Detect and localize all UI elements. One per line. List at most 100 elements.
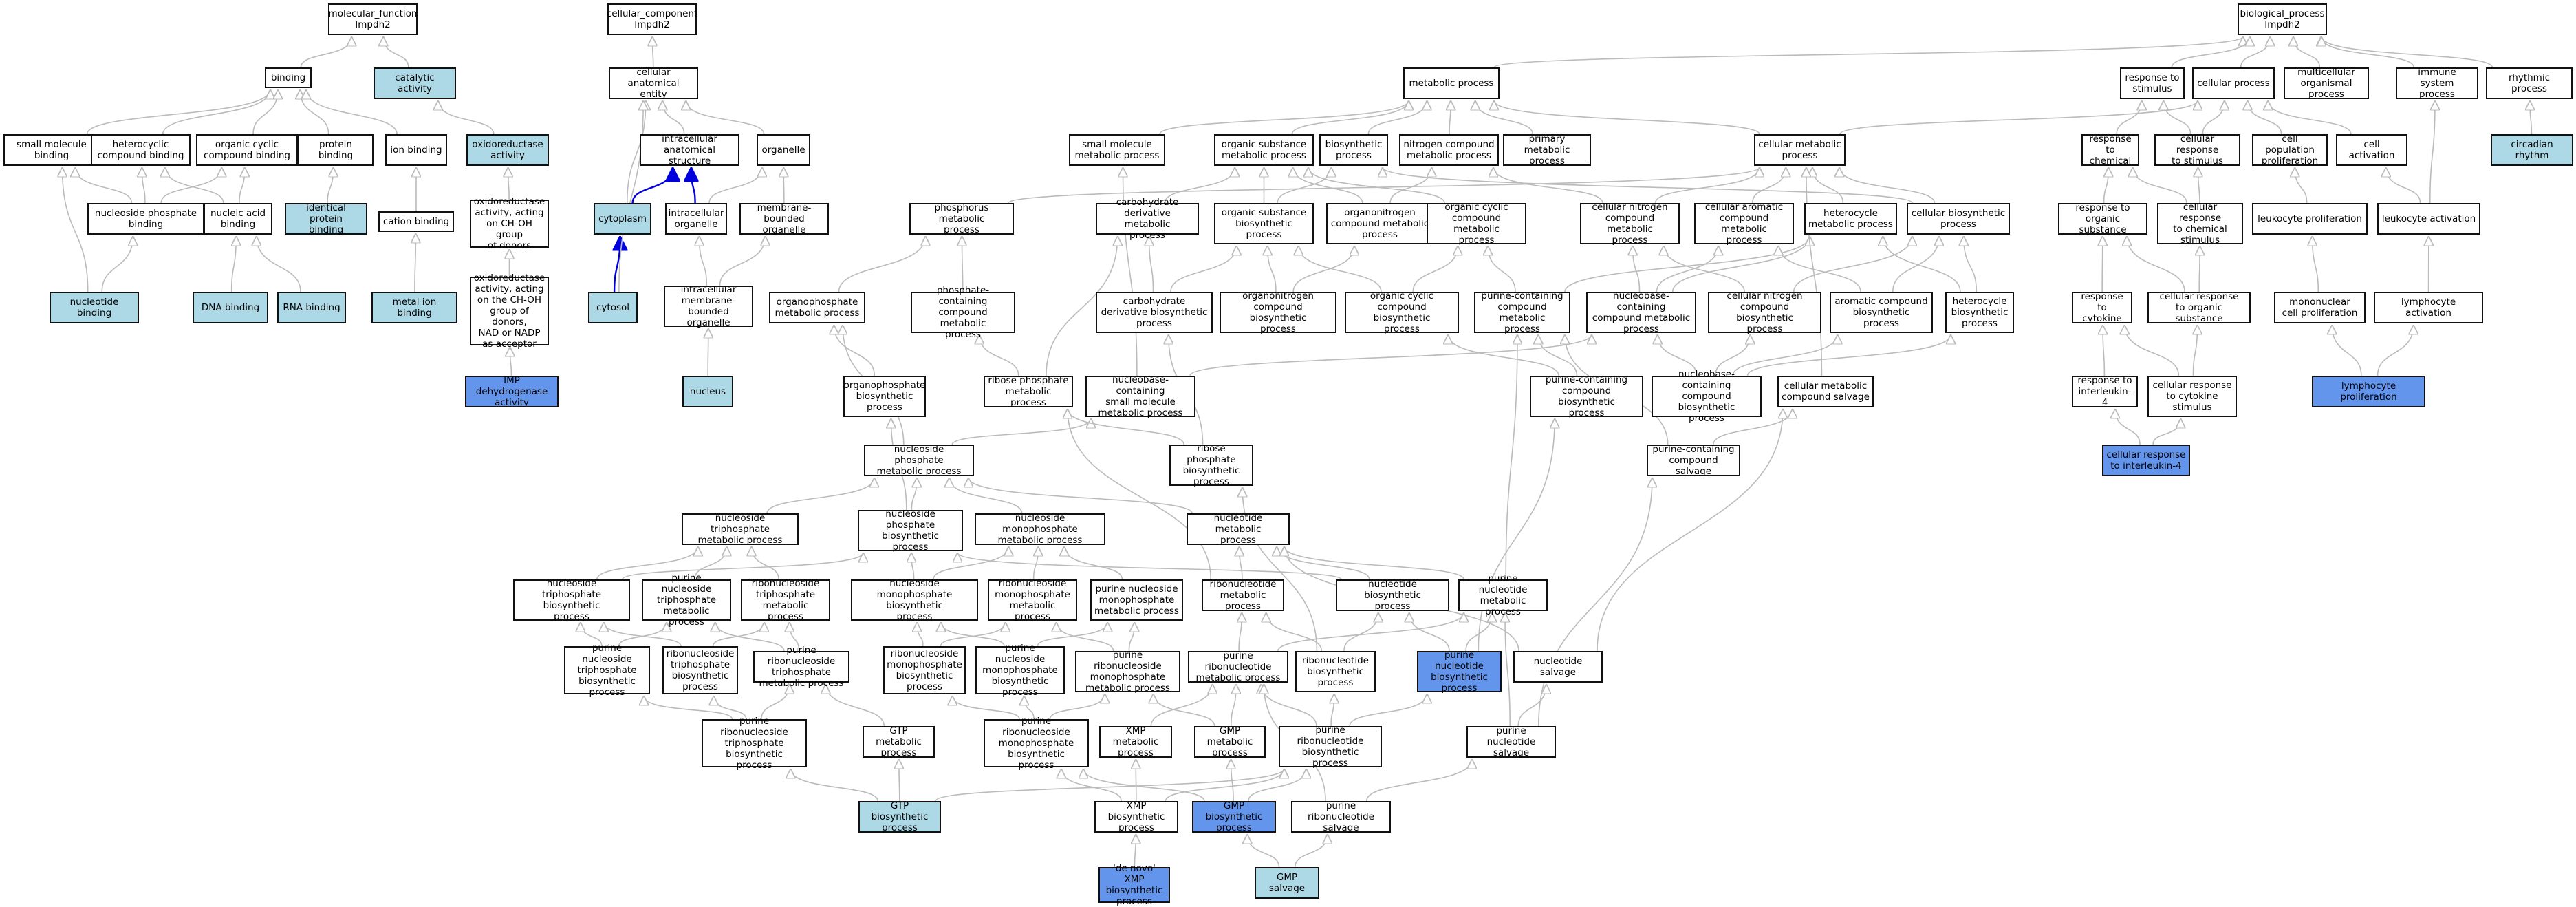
go-term-cell-proc[interactable]: cellular process: [2192, 67, 2275, 99]
go-term-nucleic-bind[interactable]: nucleic acid binding: [204, 203, 272, 235]
go-term-cell-met-salv[interactable]: cellular metabolic compound salvage: [1777, 376, 1874, 407]
go-term-purine-cont-bios[interactable]: purine-containing compound biosynthetic …: [1530, 376, 1643, 417]
go-term-gmp-met[interactable]: GMP metabolic process: [1194, 726, 1266, 758]
go-term-lymph-activ[interactable]: lymphocyte activation: [2374, 292, 2483, 323]
go-term-mem-org[interactable]: membrane-bounded organelle: [739, 203, 829, 235]
go-term-hetero-bios[interactable]: heterocycle biosynthetic process: [1945, 292, 2014, 333]
go-term-purine-cont-salv[interactable]: purine-containing compound salvage: [1647, 445, 1740, 476]
go-term-org-sub-bios[interactable]: organic substance biosynthetic process: [1214, 203, 1314, 244]
go-term-ribons-monophos-bios[interactable]: ribonucleoside monophosphate biosyntheti…: [883, 646, 966, 694]
go-term-nucbase-cont-bios[interactable]: nucleobase-containing compound biosynthe…: [1652, 376, 1762, 417]
go-term-cell-resp-chem[interactable]: cellular response to chemical stimulus: [2157, 203, 2243, 244]
go-term-ns-monophos-met[interactable]: nucleoside monophosphate metabolic proce…: [975, 513, 1105, 545]
go-term-resp-org-sub[interactable]: response to organic substance: [2058, 203, 2147, 235]
go-term-bp-root[interactable]: biological_process Impdh2: [2238, 3, 2327, 35]
go-term-pur-nuc-bios[interactable]: purine nucleotide biosynthetic process: [1417, 651, 1502, 692]
go-term-phos-met[interactable]: phosphorus metabolic process: [909, 203, 1014, 235]
go-term-oxido-choh[interactable]: oxidoreductase activity, acting on CH-OH…: [470, 200, 549, 248]
go-term-cytosol[interactable]: cytosol: [588, 292, 638, 323]
go-term-leuk-activ[interactable]: leukocyte activation: [2377, 203, 2480, 235]
go-term-cell-n-bios[interactable]: cellular nitrogen compound biosynthetic …: [1708, 292, 1821, 333]
go-term-oxido-nad[interactable]: oxidoreductase activity, acting on the C…: [470, 277, 549, 345]
go-term-cell-arom-met[interactable]: cellular aromatic compound metabolic pro…: [1694, 203, 1794, 244]
go-term-ribons-monophos-met[interactable]: ribonucleoside monophosphate metabolic p…: [988, 579, 1077, 621]
go-term-nucleotide-bind[interactable]: nucleotide binding: [50, 292, 139, 323]
go-term-phos-cont-met[interactable]: phosphate-containing compound metabolic …: [911, 292, 1015, 333]
go-term-immune[interactable]: immune system process: [2396, 67, 2478, 99]
go-term-org-cyc-bios[interactable]: organic cyclic compound biosynthetic pro…: [1345, 292, 1459, 333]
go-term-xmp-met[interactable]: XMP metabolic process: [1099, 726, 1172, 758]
go-term-ribose-phos-met[interactable]: ribose phosphate metabolic process: [984, 376, 1073, 407]
go-term-ribose-phos-bios[interactable]: ribose phosphate biosynthetic process: [1169, 445, 1253, 486]
go-term-mono-prolif[interactable]: mononuclear cell proliferation: [2274, 292, 2366, 323]
go-term-nuc-phos-bios[interactable]: nucleoside phosphate biosynthetic proces…: [858, 510, 963, 551]
go-term-carb-deriv-bios[interactable]: carbohydrate derivative biosynthetic pro…: [1096, 292, 1213, 333]
go-term-ns-triphos-met[interactable]: nucleoside triphosphate metabolic proces…: [682, 513, 799, 545]
go-term-nucleotide-bios[interactable]: nucleotide biosynthetic process: [1336, 579, 1449, 611]
go-term-metabolic[interactable]: metabolic process: [1403, 67, 1500, 99]
go-term-leuk-prolif[interactable]: leukocyte proliferation: [2252, 203, 2368, 235]
go-term-nucleus[interactable]: nucleus: [682, 376, 733, 407]
go-term-cell-resp-il4[interactable]: cellular response to interleukin-4: [2102, 445, 2190, 476]
go-term-cytoplasm[interactable]: cytoplasm: [594, 203, 651, 235]
go-term-xmp-bios[interactable]: XMP biosynthetic process: [1094, 801, 1178, 833]
go-term-intra-mem-org[interactable]: intracellular membrane-bounded organelle: [664, 286, 753, 327]
go-term-imp-dh[interactable]: IMP dehydrogenase activity: [465, 376, 559, 407]
go-term-gmp-bios[interactable]: GMP biosynthetic process: [1192, 801, 1276, 833]
go-term-multicell[interactable]: multicellular organismal process: [2284, 67, 2369, 99]
go-term-organelle[interactable]: organelle: [757, 134, 810, 166]
go-term-pur-ribons-monophos-bios[interactable]: purine ribonucleoside monophosphate bios…: [984, 719, 1089, 767]
go-term-org-sub-met[interactable]: organic substance metabolic process: [1214, 134, 1314, 166]
go-term-ns-triphos-bios[interactable]: nucleoside triphosphate biosynthetic pro…: [513, 579, 630, 621]
go-term-cell-resp-cytokine[interactable]: cellular response to cytokine stimulus: [2147, 376, 2237, 417]
go-term-cation-bind[interactable]: cation binding: [378, 211, 454, 232]
go-term-denovo-xmp[interactable]: 'de novo' XMP biosynthetic process: [1098, 867, 1170, 903]
go-term-ident-prot[interactable]: identical protein binding: [285, 203, 367, 235]
go-term-small-mol[interactable]: small molecule binding: [3, 134, 100, 166]
go-term-ribonuc-bios[interactable]: ribonucleotide biosynthetic process: [1295, 651, 1376, 692]
go-term-rna-bind[interactable]: RNA binding: [277, 292, 346, 323]
go-term-cell-activ[interactable]: cell activation: [2336, 134, 2407, 166]
go-term-carb-deriv-met[interactable]: carbohydrate derivative metabolic proces…: [1096, 203, 1199, 235]
go-term-resp-stim[interactable]: response to stimulus: [2120, 67, 2185, 99]
go-term-hetero-bind[interactable]: heterocyclic compound binding: [91, 134, 191, 166]
go-term-intra-org[interactable]: intracellular organelle: [665, 203, 727, 235]
go-term-pur-ribons-monophos-met[interactable]: purine ribonucleoside monophosphate meta…: [1075, 651, 1180, 692]
go-term-pur-ns-triphos-met[interactable]: purine nucleoside triphosphate metabolic…: [642, 579, 731, 621]
go-term-organophos-bios[interactable]: organophosphate biosynthetic process: [843, 376, 926, 417]
go-term-metal-bind[interactable]: metal ion binding: [371, 292, 457, 323]
go-term-organonit-bios[interactable]: organonitrogen compound biosynthetic pro…: [1220, 292, 1336, 333]
go-term-small-mol-met[interactable]: small molecule metabolic process: [1069, 134, 1165, 166]
go-term-cell-pop-prolif[interactable]: cell population proliferation: [2252, 134, 2328, 166]
go-term-resp-cytokine[interactable]: response to cytokine: [2072, 292, 2132, 323]
go-term-pur-ribonuc-salv[interactable]: purine ribonucleotide salvage: [1291, 801, 1391, 833]
go-term-pur-ribons-triphos-met[interactable]: purine ribonucleoside triphosphate metab…: [753, 651, 849, 683]
go-term-pur-nuc-met[interactable]: purine nucleotide metabolic process: [1458, 579, 1548, 611]
go-term-ribons-triphos-bios[interactable]: ribonucleoside triphosphate biosynthetic…: [662, 646, 738, 694]
go-term-rhythmic[interactable]: rhythmic process: [2486, 67, 2573, 99]
go-term-dna-bind[interactable]: DNA binding: [193, 292, 268, 323]
go-term-pur-ribonuc-met[interactable]: purine ribonucleotide metabolic process: [1188, 651, 1288, 683]
go-term-nucbase-small-met[interactable]: nucleobase-containing small molecule met…: [1085, 376, 1195, 417]
go-term-org-cyc-bind[interactable]: organic cyclic compound binding: [196, 134, 298, 166]
go-term-organophos-met[interactable]: organophosphate metabolic process: [769, 292, 865, 323]
go-term-cell-resp-org[interactable]: cellular response to organic substance: [2147, 292, 2251, 323]
go-term-gtp-bios[interactable]: GTP biosynthetic process: [858, 801, 941, 833]
go-term-cell-anat[interactable]: cellular anatomical entity: [609, 67, 698, 99]
go-term-mf-root[interactable]: molecular_function Impdh2: [328, 3, 418, 35]
go-term-arom-bios[interactable]: aromatic compound biosynthetic process: [1830, 292, 1933, 333]
go-term-primary-met[interactable]: primary metabolic process: [1503, 134, 1591, 166]
go-term-nuc-salv[interactable]: nucleotide salvage: [1513, 651, 1603, 683]
go-term-gmp-salv[interactable]: GMP salvage: [1255, 867, 1319, 899]
go-term-gtp-met[interactable]: GTP metabolic process: [863, 726, 935, 758]
go-term-cell-bios[interactable]: cellular biosynthetic process: [1907, 203, 2010, 235]
go-term-n-comp-met[interactable]: nitrogen compound metabolic process: [1399, 134, 1499, 166]
go-term-resp-il4[interactable]: response to interleukin-4: [2072, 376, 2138, 407]
go-term-purine-cont-met[interactable]: purine-containing compound metabolic pro…: [1474, 292, 1570, 333]
go-term-ns-monophos-bios[interactable]: nucleoside monophosphate biosynthetic pr…: [851, 579, 978, 621]
go-term-cell-n-met[interactable]: cellular nitrogen compound metabolic pro…: [1580, 203, 1680, 244]
go-term-nucleotide-met[interactable]: nucleotide metabolic process: [1187, 513, 1290, 545]
go-term-nuc-phos-bind[interactable]: nucleoside phosphate binding: [87, 203, 204, 235]
go-term-intra-anat[interactable]: intracellular anatomical structure: [640, 134, 739, 166]
go-term-circadian[interactable]: circadian rhythm: [2491, 134, 2573, 166]
